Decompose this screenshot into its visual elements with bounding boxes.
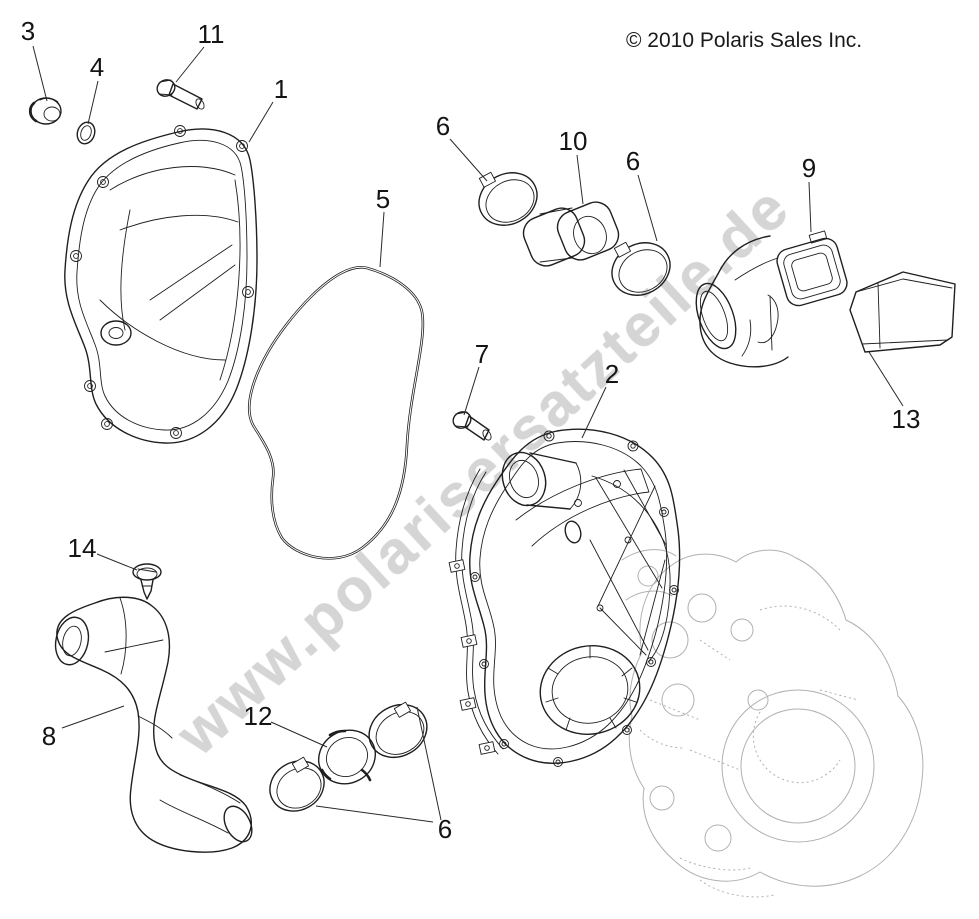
part-6-clamp-lower-left — [269, 756, 325, 812]
part-13-duct-cover-cap — [849, 271, 956, 353]
part-14-push-rivet — [132, 563, 162, 600]
engine-crankcase-reference — [621, 549, 924, 898]
part-10-duct-coupler — [522, 201, 620, 267]
part-6-clamp-lower-right — [368, 701, 428, 759]
part-12-seal-ring — [318, 729, 376, 785]
cover-bolt-tabs — [70, 125, 254, 439]
part-3-plug — [28, 97, 62, 125]
part-2-inner-clutch-cover — [448, 428, 681, 767]
callout-9: 9 — [801, 153, 817, 183]
callout-8: 8 — [41, 721, 57, 751]
callout-11: 11 — [197, 19, 225, 49]
part-6-clamp-upper-left — [478, 171, 538, 226]
part-6-clamp-upper-right — [611, 241, 671, 296]
callout-7: 7 — [474, 339, 490, 369]
callout-2: 2 — [604, 359, 620, 389]
callout-14: 14 — [67, 533, 97, 563]
callout-10: 10 — [558, 126, 588, 156]
callout-6-upper-left: 6 — [435, 111, 451, 141]
callout-4: 4 — [89, 52, 105, 82]
callout-1: 1 — [273, 74, 289, 104]
callout-3: 3 — [20, 16, 36, 46]
flange-clips — [448, 559, 496, 755]
callout-12: 12 — [243, 701, 273, 731]
copyright-text: © 2010 Polaris Sales Inc. — [626, 29, 863, 52]
callout-5: 5 — [375, 184, 391, 214]
rib-lattice — [589, 469, 671, 663]
leader-lines — [32, 45, 904, 823]
part-1-outer-clutch-cover — [64, 125, 258, 444]
callout-6-upper-right: 6 — [625, 146, 641, 176]
callout-13: 13 — [891, 404, 921, 434]
part-7-bolt — [452, 411, 492, 441]
part-9-air-duct-elbow — [695, 230, 848, 368]
callout-6-lower: 6 — [437, 814, 453, 844]
cover2-bolt-tabs — [470, 430, 679, 767]
part-5-gasket — [248, 266, 425, 560]
part-11-bolt — [156, 79, 205, 110]
part-4-retaining-ring — [76, 121, 96, 145]
part-8-intake-duct-boot — [54, 596, 253, 853]
